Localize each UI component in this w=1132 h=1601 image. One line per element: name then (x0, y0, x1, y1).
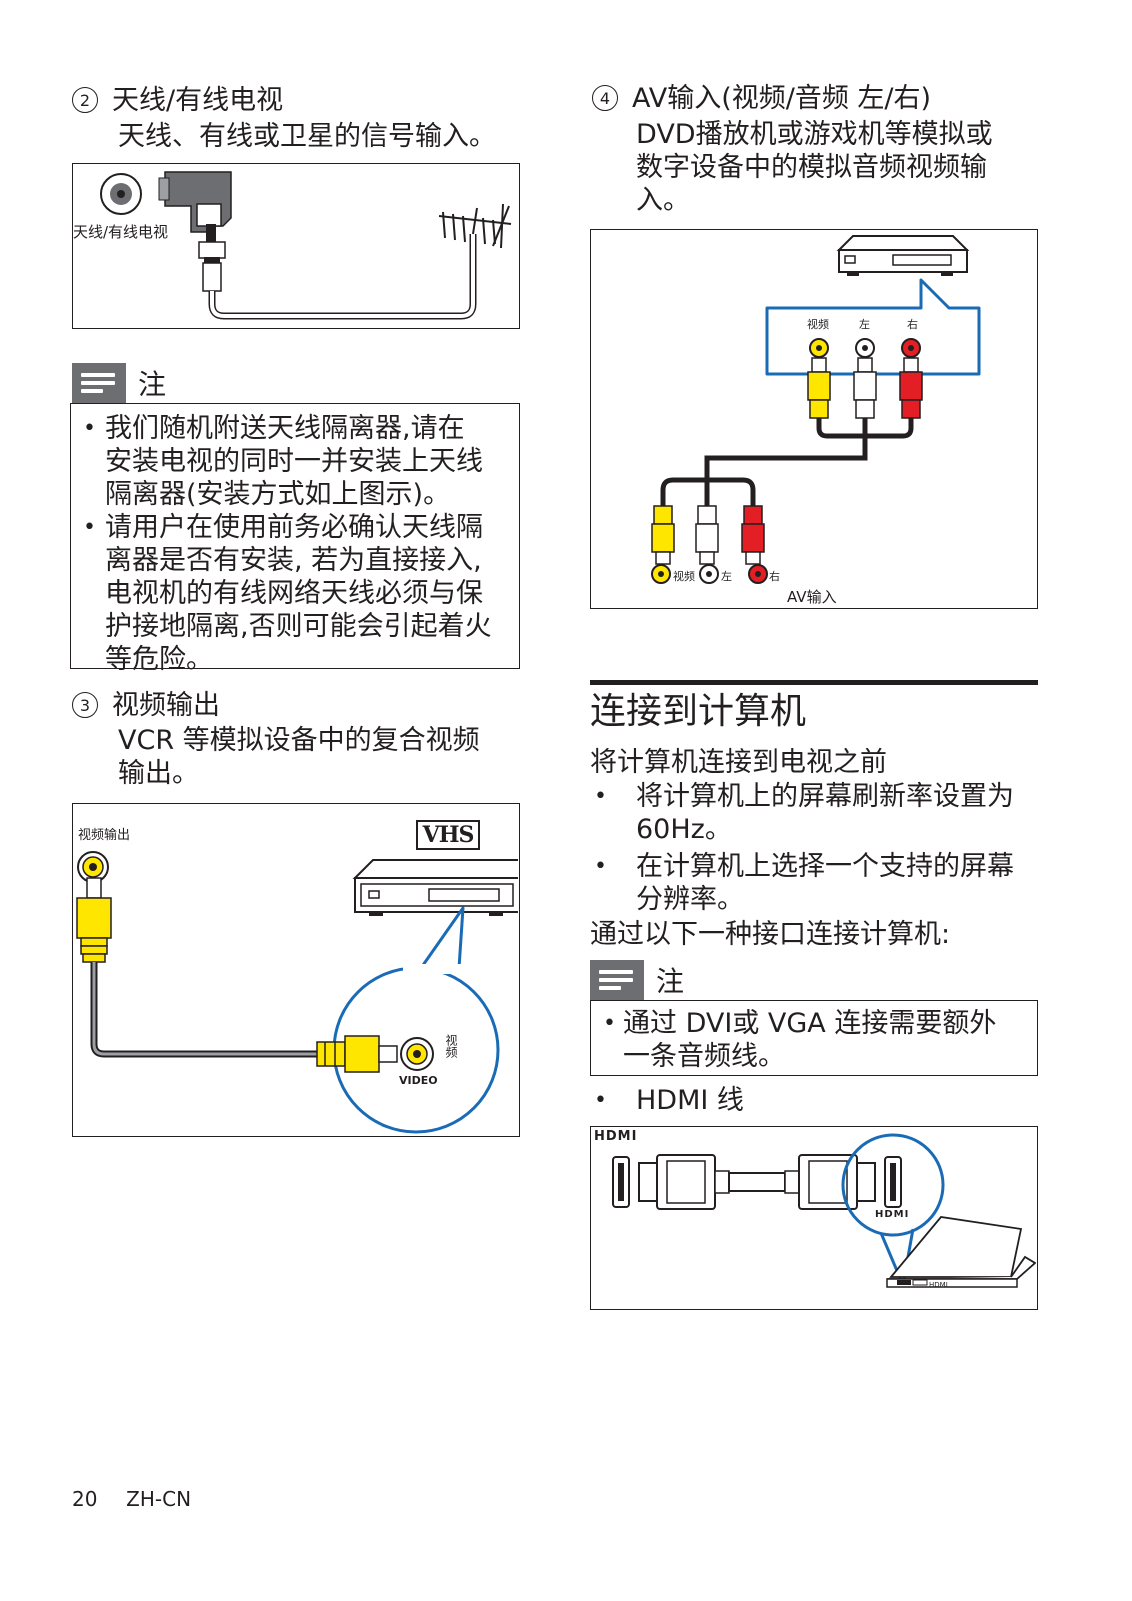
hdmi-diagram: HDMI HDMI HDMI (590, 1126, 1038, 1310)
antenna-diagram-art (100, 171, 512, 320)
section-title: 连接到计算机 (590, 691, 807, 732)
antenna-diagram: 天线/有线电视 (72, 163, 520, 329)
vhs-logo: VHS (416, 820, 480, 850)
bottom-label-video: 视频 (673, 570, 695, 583)
antenna-label: 天线/有线电视 (73, 223, 169, 241)
hdmi-art (612, 1133, 1037, 1288)
av-input-art (651, 235, 981, 584)
item-2-description: 天线、有线或卫星的信号输入。 (118, 121, 496, 152)
note-2-box: • 通过 DVI或 VGA 连接需要额外 一条音频线。 (590, 1000, 1038, 1076)
section-rule (590, 680, 1038, 685)
item-3-description: VCR 等模拟设备中的复合视频 (118, 725, 480, 756)
item-title: AV输入(视频/音频 左/右) (632, 83, 932, 114)
page-number: 20 (72, 1487, 98, 1511)
port-label: 视频 (444, 1034, 458, 1058)
bullet-line: 在计算机上选择一个支持的屏幕 (636, 851, 1014, 882)
note-icon (590, 960, 644, 1000)
note-2-line: 通过 DVI或 VGA 连接需要额外 (623, 1008, 997, 1039)
section-after: 通过以下一种接口连接计算机: (590, 919, 951, 950)
item-number: 2 (72, 87, 98, 113)
note-1-box: • • 我们随机附送天线隔离器,请在 安装电视的同时一并安装上天线 隔离器(安装… (70, 403, 520, 675)
item-4-description: DVD播放机或游戏机等模拟或 (636, 119, 993, 150)
bullet-line: 分辨率。 (636, 884, 744, 915)
item-4-heading: 4 AV输入(视频/音频 左/右) (592, 82, 931, 116)
note-1-header: 注 (72, 363, 166, 403)
item-4-description: 入。 (636, 185, 690, 216)
note-1-line: 电视机的有线网络天线必须与保 (105, 578, 483, 609)
item-title: 天线/有线电视 (112, 85, 284, 116)
note-1-line: 离器是否有安装, 若为直接接入, (105, 545, 482, 576)
item-3-description: 输出。 (118, 758, 199, 789)
video-text: VIDEO (399, 1074, 438, 1087)
item-4-description: 数字设备中的模拟音频视频输 (636, 152, 987, 183)
bullet-line: 将计算机上的屏幕刷新率设置为 (636, 781, 1014, 812)
page-footer: 20 ZH-CN (72, 1487, 191, 1511)
video-out-art (76, 851, 520, 1134)
hdmi-port-logo: HDMI (875, 1209, 910, 1220)
av-input-diagram: 视频 左 右 视频 左 右 AV输入 (590, 229, 1038, 609)
note-1-line: 我们随机附送天线隔离器,请在 (105, 413, 465, 444)
laptop-port-label: HDMI (929, 1281, 948, 1289)
video-out-label: 视频输出 (78, 828, 131, 843)
bullet-line: 60Hz。 (636, 814, 732, 845)
note-title: 注 (656, 965, 685, 998)
note-1-line: 请用户在使用前务必确认天线隔 (105, 512, 483, 543)
hdmi-item: HDMI 线 (636, 1085, 744, 1116)
item-2-heading: 2 天线/有线电视 (72, 84, 283, 118)
antenna-icon (438, 203, 512, 249)
note-icon (72, 363, 126, 403)
hdmi-logo: HDMI (594, 1129, 638, 1144)
note-1-line: 安装电视的同时一并安装上天线 (105, 446, 483, 477)
top-label-left: 左 (859, 318, 870, 331)
item-number: 3 (72, 692, 98, 718)
language-code: ZH-CN (126, 1487, 192, 1511)
top-label-right: 右 (907, 318, 918, 331)
note-1-line: 护接地隔离,否则可能会引起着火 (105, 611, 492, 642)
note-2-line: 一条音频线。 (623, 1041, 785, 1072)
note-1-line: 等危险。 (105, 644, 213, 675)
note-title: 注 (138, 368, 167, 401)
top-label-video: 视频 (807, 318, 829, 331)
laptop-icon (886, 1216, 1037, 1288)
vcr-device-icon (352, 859, 520, 916)
section-intro: 将计算机连接到电视之前 (590, 747, 887, 778)
item-title: 视频输出 (112, 690, 220, 721)
item-3-heading: 3 视频输出 (72, 689, 220, 723)
video-out-diagram: 视频输出 VHS (72, 803, 520, 1137)
av-input-caption: AV输入 (787, 588, 837, 606)
bottom-label-right: 右 (769, 570, 780, 583)
item-number: 4 (592, 85, 618, 111)
dvd-player-icon (836, 235, 970, 276)
note-1-line: 隔离器(安装方式如上图示)。 (105, 479, 451, 510)
bottom-label-left: 左 (721, 570, 732, 583)
note-2-header: 注 (590, 960, 684, 1000)
